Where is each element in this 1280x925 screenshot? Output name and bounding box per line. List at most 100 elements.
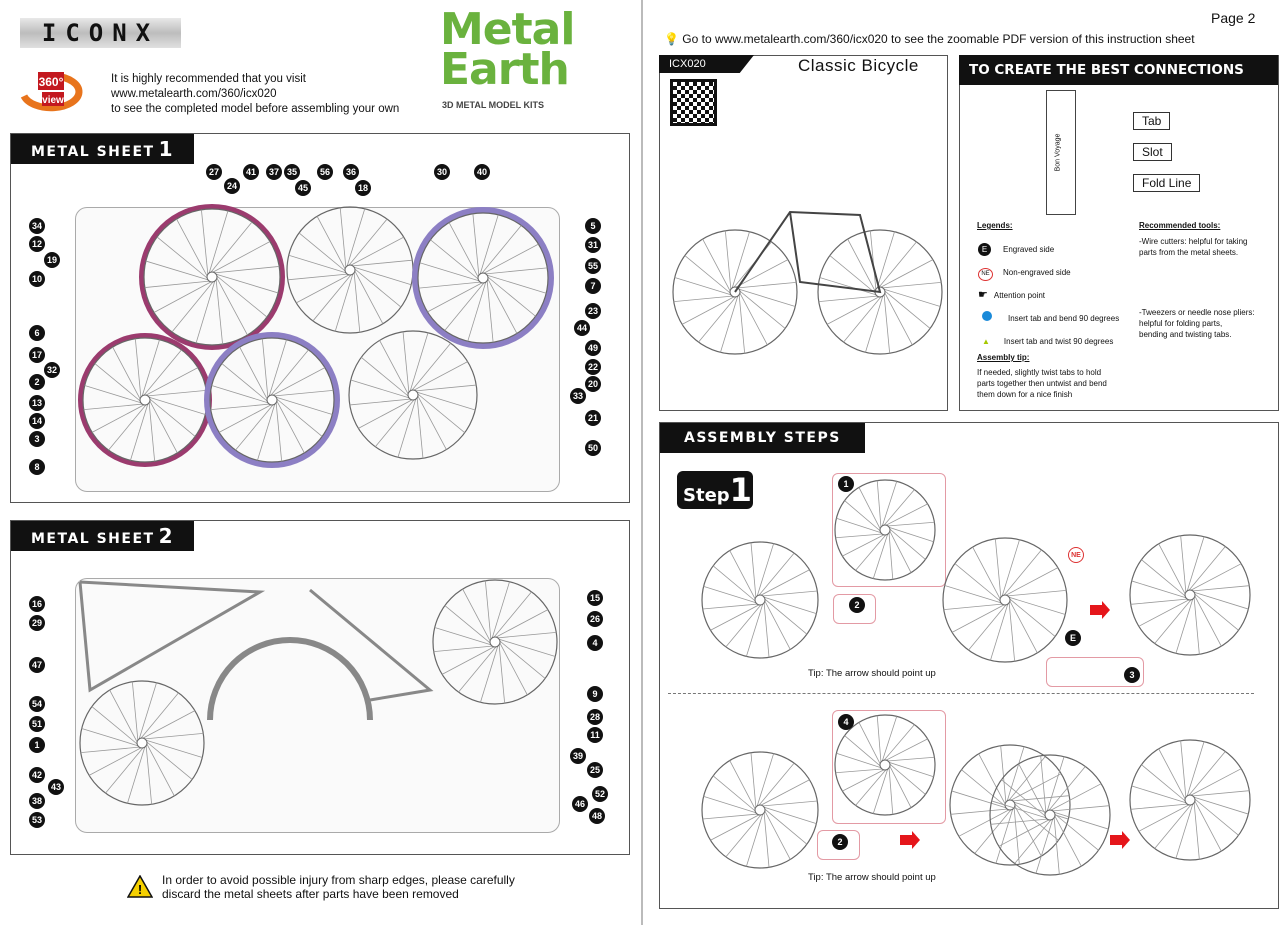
- tool-line: -Wire cutters: helpful for taking: [1139, 237, 1248, 246]
- part-callout: 24: [224, 178, 240, 194]
- part-callout: 2: [29, 374, 45, 390]
- lightbulb-icon: 💡: [664, 32, 679, 46]
- legend-text: Insert tab and twist 90 degrees: [1003, 337, 1114, 346]
- part-callout: 51: [29, 716, 45, 732]
- part-callout: 54: [29, 696, 45, 712]
- part-callout: 32: [44, 362, 60, 378]
- tool-wire-cutters: -Wire cutters: helpful for taking parts f…: [1139, 236, 1247, 258]
- step-part-callout: 2: [849, 597, 865, 613]
- arrow-tip-1: Tip: The arrow should point up: [808, 668, 936, 679]
- part-callout: 29: [29, 615, 45, 631]
- fold-diagram: Bon Voyage: [1046, 90, 1076, 215]
- non-engraved-marker-icon: NE: [978, 268, 993, 281]
- part-callout: 20: [585, 376, 601, 392]
- part-callout: 19: [44, 252, 60, 268]
- pointing-hand-icon: ☛: [978, 289, 988, 301]
- engraved-marker: E: [1065, 630, 1081, 646]
- step-label: Step: [683, 485, 730, 506]
- svg-text:!: !: [138, 882, 142, 897]
- sheet-title: METAL SHEET: [31, 531, 155, 547]
- part-callout: 26: [587, 611, 603, 627]
- part-callout: 55: [585, 258, 601, 274]
- warning-line: discard the metal sheets after parts hav…: [162, 887, 459, 901]
- tool-tweezers: -Tweezers or needle nose pliers:helpful …: [1139, 307, 1255, 340]
- logo-line: Metal: [440, 4, 575, 55]
- part-callout: 10: [29, 271, 45, 287]
- part-callout: 16: [29, 596, 45, 612]
- intro-line: It is highly recommended that you visit: [111, 73, 306, 85]
- part-callout: 46: [572, 796, 588, 812]
- sheet-number: 2: [158, 524, 174, 548]
- tab-label: Tab: [1133, 112, 1171, 130]
- part-callout: 34: [29, 218, 45, 234]
- tip-text: Go to www.metalearth.com/360/icx020 to s…: [682, 32, 1195, 46]
- part-callout: 27: [206, 164, 222, 180]
- part-callout: 49: [585, 340, 601, 356]
- slot-label: Slot: [1133, 143, 1172, 161]
- part-callout: 28: [587, 709, 603, 725]
- part-callout: 22: [585, 359, 601, 375]
- sheet-number: 1: [158, 137, 174, 161]
- page-divider: [641, 0, 643, 925]
- non-engraved-marker: NE: [1068, 547, 1084, 563]
- tool-line: bending and twisting tabs.: [1139, 330, 1232, 339]
- part-callout: 8: [29, 459, 45, 475]
- step-separator: [668, 693, 1254, 694]
- step-part-callout: 3: [1124, 667, 1140, 683]
- legends-title: Legends:: [977, 221, 1013, 230]
- intro-url[interactable]: www.metalearth.com/360/icx020: [111, 88, 277, 100]
- engraving-text: Bon Voyage: [1054, 133, 1062, 172]
- logo-subtitle: 3D METAL MODEL KITS: [442, 100, 545, 110]
- intro-text: It is highly recommended that you visit …: [111, 72, 399, 117]
- assembly-title: ASSEMBLY STEPS: [660, 423, 865, 453]
- engraved-marker-icon: E: [978, 243, 991, 256]
- part-callout: 31: [585, 237, 601, 253]
- sheet-title: METAL SHEET: [31, 144, 155, 160]
- tip-line: If needed, slightly twist tabs to hold: [977, 368, 1102, 377]
- tools-title: Recommended tools:: [1139, 221, 1221, 230]
- part-callout: 12: [29, 236, 45, 252]
- arrow-tip-2: Tip: The arrow should point up: [808, 872, 936, 883]
- part-callout: 44: [574, 320, 590, 336]
- part-callout: 36: [343, 164, 359, 180]
- view360-top: 360°: [39, 75, 64, 89]
- part-callout: 35: [284, 164, 300, 180]
- warning-text: In order to avoid possible injury from s…: [162, 873, 515, 901]
- green-triangle-icon: ▲: [982, 337, 990, 346]
- part-callout: 37: [266, 164, 282, 180]
- part-callout: 47: [29, 657, 45, 673]
- legend-text: Insert tab and bend 90 degrees: [1008, 314, 1120, 323]
- part-callout: 43: [48, 779, 64, 795]
- step-1-badge: Step1: [677, 471, 753, 509]
- logo-line: Earth: [440, 44, 570, 95]
- part-callout: 50: [585, 440, 601, 456]
- step-part-callout: 1: [838, 476, 854, 492]
- legend-text: Engraved side: [1003, 245, 1055, 254]
- legend-item: Insert tab and bend 90 degrees: [978, 307, 1119, 330]
- part-callout: 7: [585, 278, 601, 294]
- part-callout: 23: [585, 303, 601, 319]
- step-part-callout: 4: [838, 714, 854, 730]
- part-callout: 52: [592, 786, 608, 802]
- legend-text: Attention point: [993, 291, 1046, 300]
- product-panel: [659, 55, 948, 411]
- tool-line: helpful for folding parts,: [1139, 319, 1223, 328]
- part-callout: 9: [587, 686, 603, 702]
- metal-sheet-1-art: [75, 207, 560, 492]
- metal-sheet-2-art: [75, 578, 560, 833]
- part-callout: 4: [587, 635, 603, 651]
- tool-line: parts from the metal sheets.: [1139, 248, 1239, 257]
- part-callout: 18: [355, 180, 371, 196]
- assembly-panel: ASSEMBLY STEPS: [659, 422, 1279, 909]
- step-part-callout: 2: [832, 834, 848, 850]
- part-callout: 40: [474, 164, 490, 180]
- qr-code[interactable]: [670, 79, 717, 126]
